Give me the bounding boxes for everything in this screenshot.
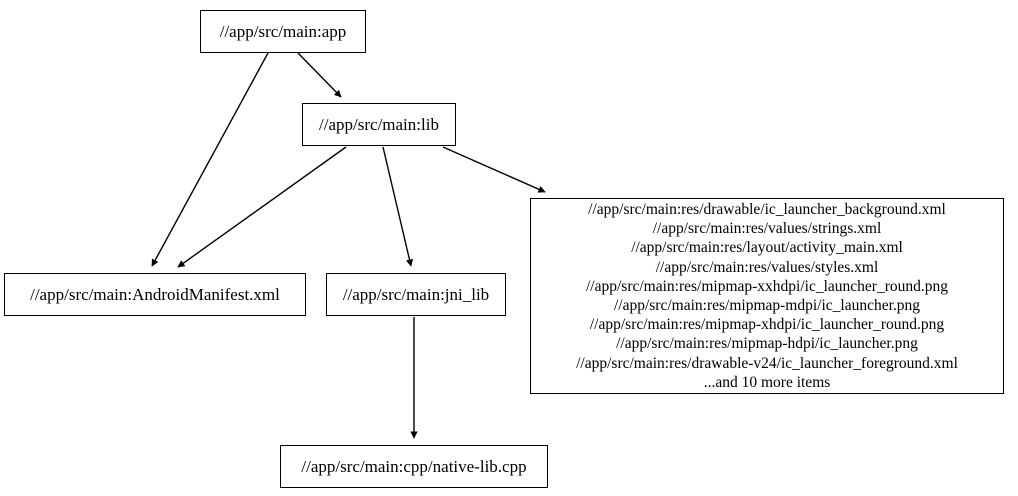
edge-lib-to-jni-lib bbox=[382, 146, 414, 267]
node-res-list-label: //app/src/main:res/drawable/ic_launcher_… bbox=[576, 200, 958, 391]
edge-lib-to-res-list bbox=[442, 146, 546, 193]
node-app[interactable]: //app/src/main:app bbox=[200, 10, 366, 53]
node-lib-label: //app/src/main:lib bbox=[319, 115, 439, 134]
node-lib[interactable]: //app/src/main:lib bbox=[302, 103, 456, 146]
node-android-manifest[interactable]: //app/src/main:AndroidManifest.xml bbox=[4, 273, 306, 316]
edge-app-to-manifest bbox=[151, 52, 269, 267]
edge-lib-to-manifest bbox=[177, 146, 347, 268]
node-native-lib-cpp[interactable]: //app/src/main:cpp/native-lib.cpp bbox=[280, 445, 548, 488]
node-jni-lib-label: //app/src/main:jni_lib bbox=[342, 285, 490, 304]
node-res-list[interactable]: //app/src/main:res/drawable/ic_launcher_… bbox=[530, 198, 1004, 394]
node-app-label: //app/src/main:app bbox=[219, 22, 347, 41]
edge-app-to-lib bbox=[297, 52, 342, 98]
node-android-manifest-label: //app/src/main:AndroidManifest.xml bbox=[30, 285, 280, 304]
node-native-lib-cpp-label: //app/src/main:cpp/native-lib.cpp bbox=[301, 457, 527, 476]
node-jni-lib[interactable]: //app/src/main:jni_lib bbox=[326, 273, 506, 316]
